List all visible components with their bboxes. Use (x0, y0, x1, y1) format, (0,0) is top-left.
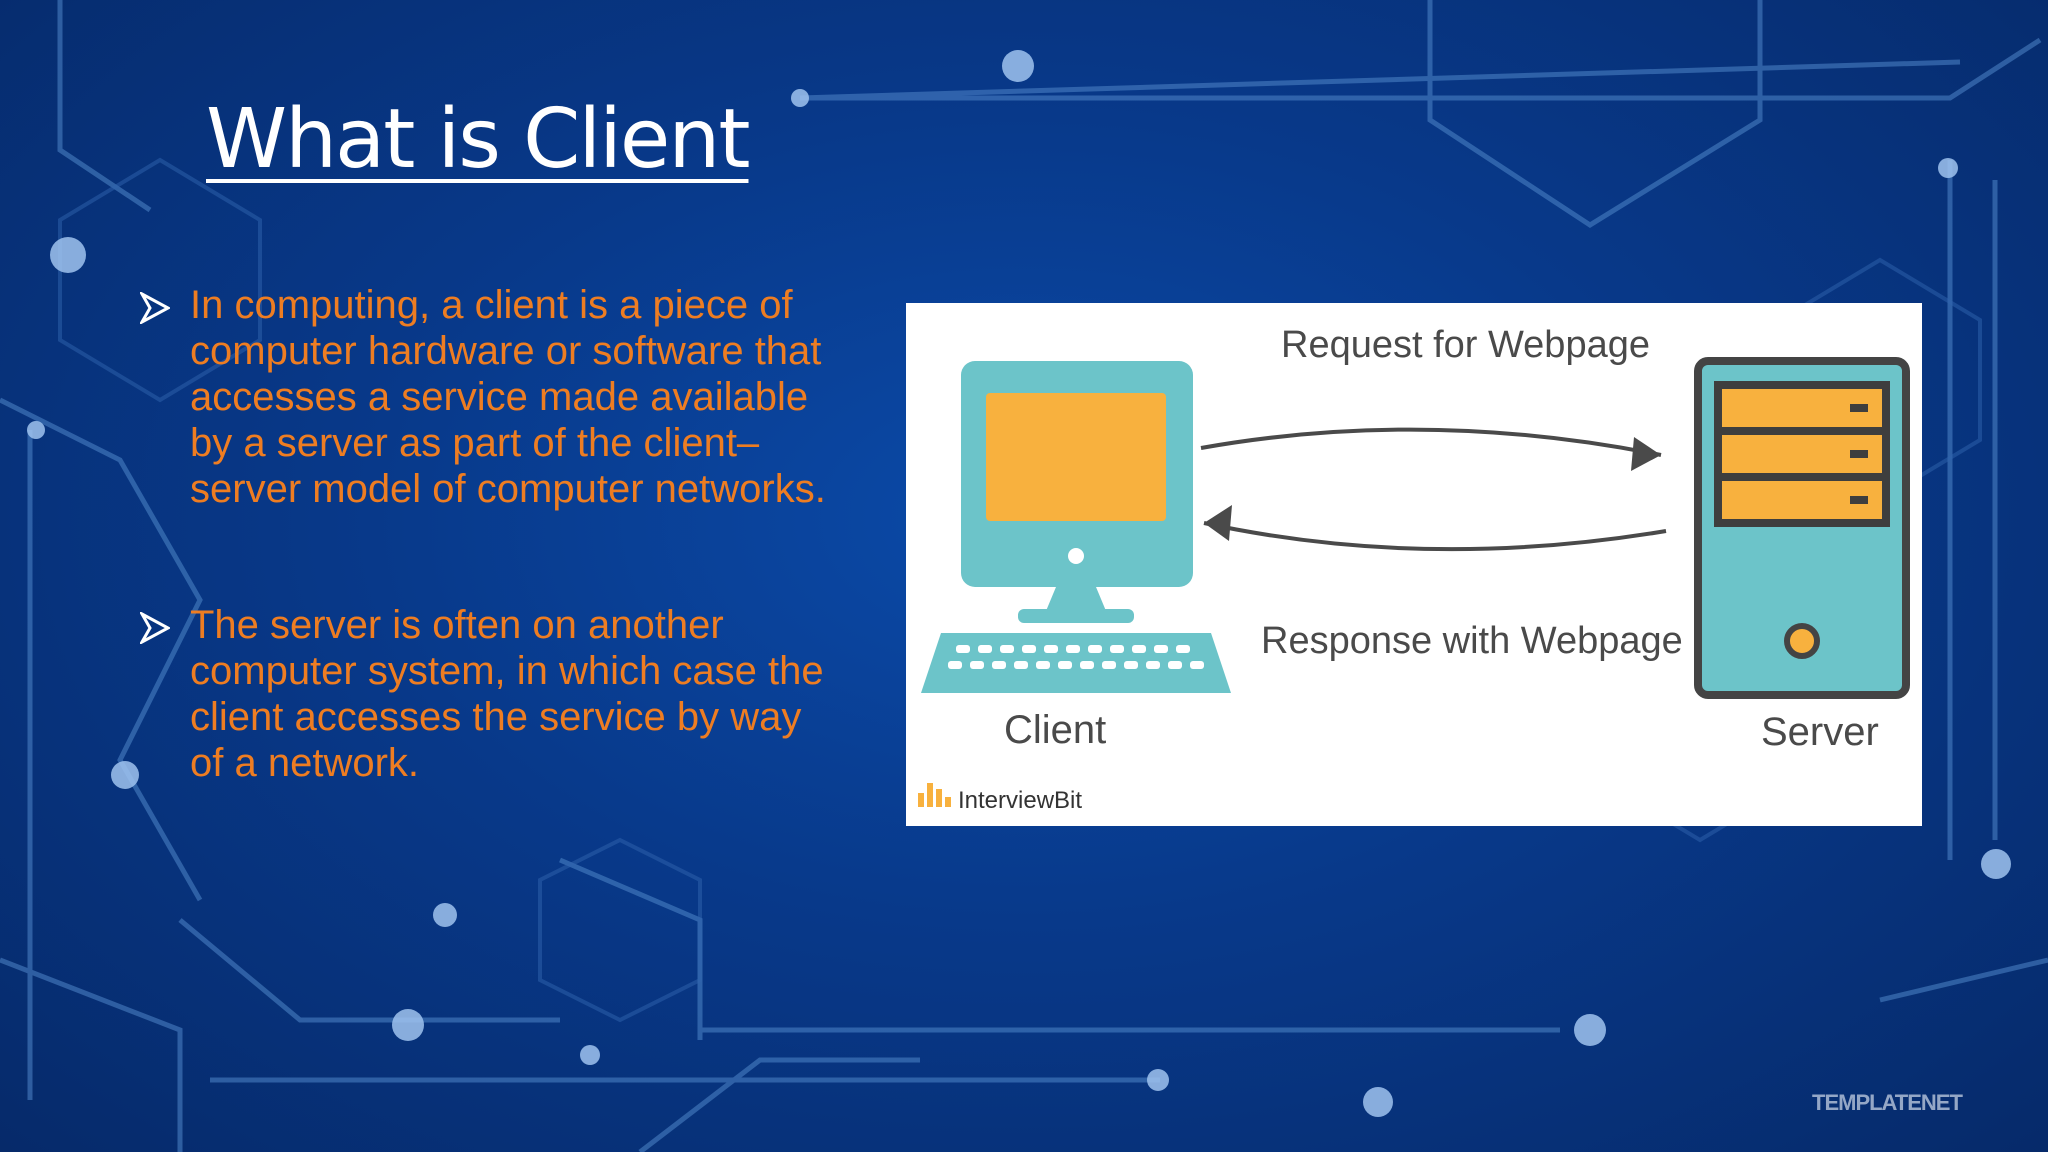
client-label: Client (1004, 708, 1106, 752)
desktop-computer-icon (921, 361, 1231, 693)
bullet-item: In computing, a client is a piece of com… (140, 282, 840, 512)
templatenet-watermark: TEMPLATENET (1812, 1090, 1963, 1115)
server-label: Server (1761, 710, 1879, 754)
arrowhead-bullet-icon (140, 612, 170, 644)
source-logo-text: InterviewBit (958, 787, 1082, 814)
request-arrow-icon (1200, 427, 1662, 471)
server-tower-icon (1694, 357, 1910, 699)
request-label: Request for Webpage (1281, 324, 1650, 366)
response-arrow-icon (1203, 505, 1667, 552)
bullet-text: In computing, a client is a piece of com… (190, 283, 826, 511)
interviewbit-logo: InterviewBit (918, 783, 1082, 814)
bullet-text: The server is often on another computer … (190, 603, 824, 785)
slide-title: What is Client (206, 92, 750, 187)
client-server-diagram: Client Server Request for Webpage Respon… (906, 303, 1922, 826)
bullet-list: In computing, a client is a piece of com… (140, 282, 840, 876)
arrowhead-bullet-icon (140, 292, 170, 324)
response-label: Response with Webpage (1261, 620, 1683, 662)
bullet-item: The server is often on another computer … (140, 602, 840, 786)
